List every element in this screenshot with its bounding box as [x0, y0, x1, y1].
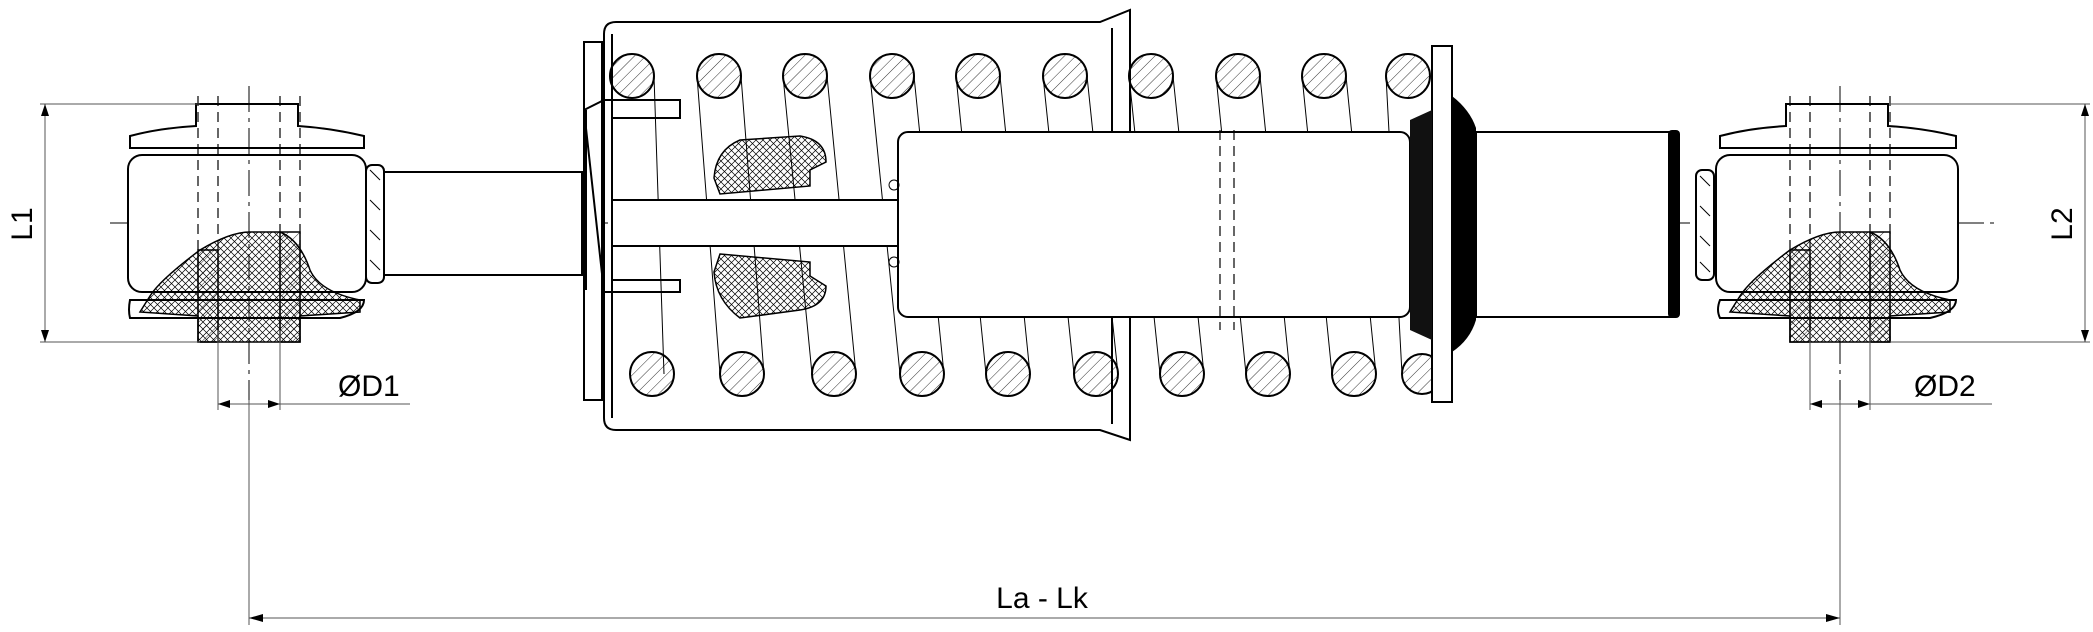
left-eye-mount [127, 86, 385, 400]
damper-tube [897, 131, 1411, 318]
right-eye-mount [1695, 86, 1959, 400]
dimension-d2: ØD2 [1809, 330, 1992, 410]
dimension-length: La - Lk [248, 400, 1841, 625]
right-rod-housing [1475, 131, 1675, 318]
spring-plate-right [1431, 45, 1453, 403]
l2-label: L2 [2046, 207, 2079, 240]
bump-stop [713, 135, 827, 195]
d2-label: ØD2 [1914, 370, 1976, 403]
dimension-l2: L2 [1890, 103, 2090, 343]
spring-coils-bottom [629, 351, 1443, 397]
spring-coils-top [609, 53, 1431, 99]
left-rod-housing [383, 171, 583, 276]
plate-rubber [1452, 96, 1476, 352]
length-label: La - Lk [996, 582, 1089, 615]
l1-label: L1 [6, 207, 39, 240]
dimension-d1: ØD1 [217, 330, 410, 410]
piston-rod [611, 199, 903, 247]
dimension-l1: L1 [6, 103, 200, 343]
d1-label: ØD1 [338, 370, 400, 403]
